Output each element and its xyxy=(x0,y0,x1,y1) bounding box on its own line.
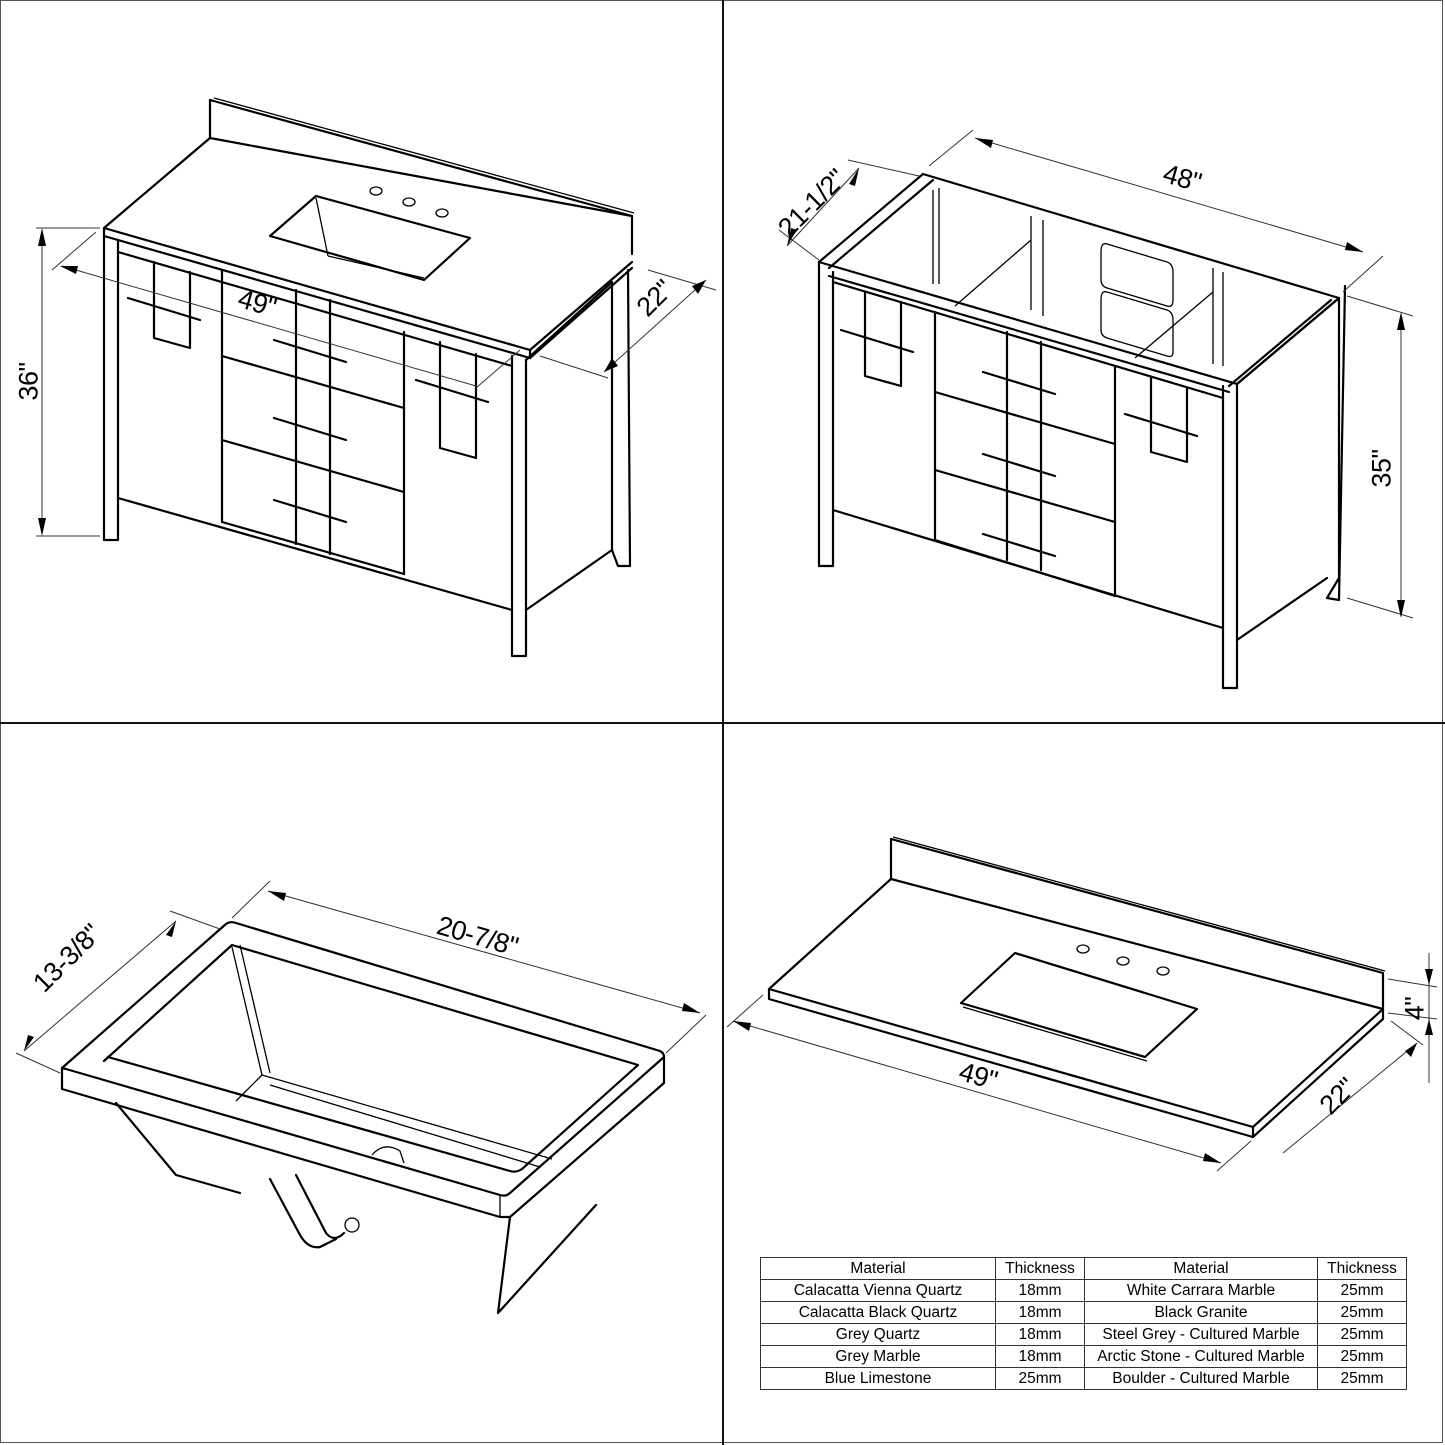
header-thickness-1: Thickness xyxy=(995,1257,1085,1280)
thickness-cell: 18mm xyxy=(995,1279,1085,1302)
thickness-cell: 25mm xyxy=(1317,1345,1407,1368)
thickness-cell: 25mm xyxy=(1317,1301,1407,1324)
thickness-cell: 18mm xyxy=(995,1345,1085,1368)
dimension-backsplash-label: 4" xyxy=(1399,996,1430,1021)
material-cell: White Carrara Marble xyxy=(1084,1279,1318,1302)
sink-bowl-drawing xyxy=(15,880,707,1315)
material-cell: Boulder - Cultured Marble xyxy=(1084,1367,1318,1390)
thickness-cell: 25mm xyxy=(1317,1323,1407,1346)
table-row: Blue Limestone 25mm Boulder - Cultured M… xyxy=(760,1367,1407,1390)
thickness-cell: 18mm xyxy=(995,1301,1085,1324)
header-thickness-2: Thickness xyxy=(1317,1257,1407,1280)
vanity-assembled-drawing xyxy=(36,97,717,658)
materials-thickness-table: Material Thickness Material Thickness Ca… xyxy=(760,1257,1407,1390)
table-row: Grey Marble 18mm Arctic Stone - Cultured… xyxy=(760,1345,1407,1368)
material-cell: Calacatta Vienna Quartz xyxy=(760,1279,996,1302)
material-cell: Calacatta Black Quartz xyxy=(760,1301,996,1324)
thickness-cell: 25mm xyxy=(995,1367,1085,1390)
table-row: Calacatta Black Quartz 18mm Black Granit… xyxy=(760,1301,1407,1324)
material-cell: Arctic Stone - Cultured Marble xyxy=(1084,1345,1318,1368)
table-row: Grey Quartz 18mm Steel Grey - Cultured M… xyxy=(760,1323,1407,1346)
quadrant-divider-horizontal xyxy=(0,722,1445,724)
material-cell: Steel Grey - Cultured Marble xyxy=(1084,1323,1318,1346)
dimension-height-label: 36" xyxy=(13,362,44,401)
view-countertop: 49" 22" 4" xyxy=(723,723,1445,1445)
thickness-cell: 25mm xyxy=(1317,1367,1407,1390)
thickness-cell: 18mm xyxy=(995,1323,1085,1346)
header-material-2: Material xyxy=(1084,1257,1318,1280)
material-cell: Blue Limestone xyxy=(760,1367,996,1390)
thickness-cell: 25mm xyxy=(1317,1279,1407,1302)
countertop-drawing xyxy=(726,836,1438,1172)
view-vanity-assembled: 36" 49" 22" xyxy=(0,0,722,722)
table-row: Calacatta Vienna Quartz 18mm White Carra… xyxy=(760,1279,1407,1302)
material-cell: Black Granite xyxy=(1084,1301,1318,1324)
header-material-1: Material xyxy=(760,1257,996,1280)
material-cell: Grey Marble xyxy=(760,1345,996,1368)
table-header-row: Material Thickness Material Thickness xyxy=(760,1257,1407,1280)
dimension-height-label: 35" xyxy=(1366,449,1397,488)
view-sink-bowl: 20-7/8" 13-3/8" xyxy=(0,723,722,1445)
view-vanity-cabinet: 48" 21-1/2" 35" xyxy=(723,0,1445,722)
material-cell: Grey Quartz xyxy=(760,1323,996,1346)
vanity-cabinet-drawing xyxy=(778,129,1414,690)
